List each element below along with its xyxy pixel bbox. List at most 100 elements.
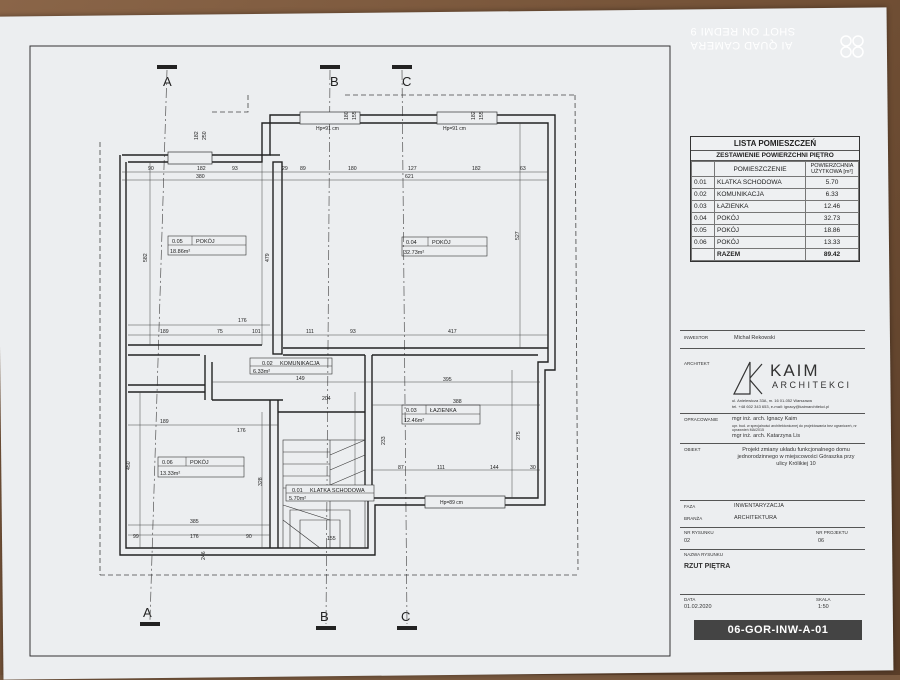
svg-text:C: C <box>401 609 410 624</box>
svg-text:90: 90 <box>246 534 252 540</box>
svg-text:176: 176 <box>238 318 247 324</box>
project-no-value: 06 <box>818 538 825 544</box>
header-name: POMIESZCZENIE <box>714 161 806 177</box>
sheet-code: 06-GOR-INW-A-01 <box>694 620 862 640</box>
windows <box>167 111 506 509</box>
window-height-label: Hp=91 cm <box>443 126 466 132</box>
camera-logo-icon <box>840 35 864 58</box>
svg-text:POKÓJ: POKÓJ <box>190 459 209 466</box>
project-no-label: NR PROJEKTU <box>816 530 848 535</box>
svg-text:63: 63 <box>520 166 526 172</box>
room-label-05: 0.05 POKÓJ 18.86m² <box>167 235 247 256</box>
svg-text:0.01: 0.01 <box>292 488 303 494</box>
architect-address: ul. Anielewicza 33A, m. 16 01-052 Warsza… <box>732 398 812 403</box>
branch-label: BRANŻA <box>684 516 703 521</box>
room-label-04: 0.04 POKÓJ 32.73m² <box>401 236 488 257</box>
svg-text:13.33m²: 13.33m² <box>160 471 180 477</box>
phase-label: FAZA <box>684 504 696 509</box>
svg-text:388: 388 <box>453 399 462 405</box>
svg-text:93: 93 <box>350 329 356 335</box>
room-label-02: 0.02 KOMUNIKACJA 6.33m² <box>249 357 333 375</box>
window-height-label: Hp=89 cm <box>440 500 463 506</box>
svg-text:75: 75 <box>217 329 223 335</box>
svg-text:KLATKA SCHODOWA: KLATKA SCHODOWA <box>310 488 365 494</box>
table-row: 0.04 POKÓJ 32.73 <box>691 212 859 225</box>
section-marker-b-top: B <box>320 65 340 89</box>
rooms-table-grid: POMIESZCZENIE POWIERZCHNIA UŻYTKOWA [m²]… <box>691 161 859 261</box>
svg-text:12.46m²: 12.46m² <box>404 418 424 424</box>
table-total-row: RAZEM 89.42 <box>691 248 859 261</box>
date-label: DATA <box>684 597 696 602</box>
plan-border <box>29 45 671 657</box>
drawing-no-value: 02 <box>684 538 691 544</box>
svg-text:18.86m²: 18.86m² <box>170 249 190 255</box>
svg-text:155: 155 <box>352 111 358 120</box>
svg-text:182: 182 <box>194 131 200 140</box>
svg-text:479: 479 <box>265 253 271 262</box>
date-value: 01.02.2020 <box>684 604 712 610</box>
window-height-label: Hp=91 cm <box>316 126 339 132</box>
svg-text:111: 111 <box>306 329 314 335</box>
drawing-name-value: RZUT PIĘTRA <box>684 563 731 570</box>
svg-text:182: 182 <box>197 166 206 172</box>
kaim-logo-icon <box>733 361 763 395</box>
header-area: POWIERZCHNIA UŻYTKOWA [m²] <box>805 161 859 177</box>
svg-text:B: B <box>330 74 339 89</box>
scale-label: SKALA <box>816 597 831 602</box>
rooms-table-title: LISTA POMIESZCZEŃ <box>691 137 859 151</box>
svg-text:87: 87 <box>398 465 404 471</box>
svg-text:144: 144 <box>490 465 499 471</box>
roof-outline <box>99 94 580 576</box>
section-marker-a-bottom: A <box>140 605 160 626</box>
designer2-name: mgr inż. arch. Katarzyna Lis <box>732 433 801 439</box>
svg-text:99: 99 <box>133 534 139 540</box>
object-description: Projekt zmiany układu funkcjonalnego dom… <box>737 447 855 467</box>
svg-text:621: 621 <box>405 174 414 180</box>
svg-text:450: 450 <box>126 461 132 470</box>
svg-text:246: 246 <box>201 551 207 560</box>
svg-text:395: 395 <box>443 377 452 383</box>
table-row: 0.01 KLATKA SCHODOWA 5.70 <box>691 176 859 189</box>
svg-text:30: 30 <box>530 465 536 471</box>
design-label: OPRACOWANIE <box>684 417 719 422</box>
svg-text:155: 155 <box>327 536 336 542</box>
svg-text:155: 155 <box>479 111 485 120</box>
svg-text:A: A <box>143 605 152 620</box>
dimension-lines <box>122 123 548 548</box>
svg-text:0.03: 0.03 <box>406 408 417 414</box>
svg-text:250: 250 <box>202 131 208 140</box>
branch-value: ARCHITEKTURA <box>734 515 777 521</box>
svg-text:29: 29 <box>282 166 288 172</box>
room-label-01: 0.01 KLATKA SCHODOWA 5.70m² <box>285 484 375 502</box>
investor-name: Michał Rekowski <box>734 335 775 341</box>
rooms-table: LISTA POMIESZCZEŃ ZESTAWIENIE POWIERZCHN… <box>690 136 860 262</box>
svg-text:149: 149 <box>296 376 305 382</box>
svg-text:ŁAZIENKA: ŁAZIENKA <box>430 408 457 414</box>
svg-text:328: 328 <box>258 477 264 486</box>
svg-text:417: 417 <box>448 329 457 335</box>
room-label-06: 0.06 POKÓJ 13.33m² <box>157 456 245 478</box>
dimension-texts: 182 250 180 155 182 155 90 182 93 29 89 … <box>126 111 536 560</box>
svg-text:POKÓJ: POKÓJ <box>432 239 451 246</box>
svg-text:180: 180 <box>344 111 350 120</box>
brand-subtitle: ARCHITEKCI <box>772 380 852 390</box>
svg-text:89: 89 <box>300 166 306 172</box>
section-marker-c-top: C <box>392 65 412 89</box>
svg-text:6.33m²: 6.33m² <box>253 369 270 375</box>
rooms-table-subtitle: ZESTAWIENIE POWIERZCHNI PIĘTRO <box>691 151 859 161</box>
section-marker-b-bottom: B <box>316 609 336 630</box>
drawing-name-label: NAZWA RYSUNKU <box>684 552 724 557</box>
table-row: 0.05 POKÓJ 18.86 <box>691 224 859 237</box>
svg-text:C: C <box>402 74 411 89</box>
svg-text:0.06: 0.06 <box>162 460 173 466</box>
architect-label: ARCHITEKT <box>684 361 710 366</box>
svg-text:385: 385 <box>190 519 199 525</box>
svg-text:0.04: 0.04 <box>406 240 417 246</box>
investor-label: INWESTOR <box>684 335 709 340</box>
svg-text:0.02: 0.02 <box>262 361 273 367</box>
svg-text:B: B <box>320 609 329 624</box>
svg-text:176: 176 <box>190 534 199 540</box>
drawing-no-label: NR RYSUNKU <box>684 530 714 535</box>
svg-text:182: 182 <box>472 166 481 172</box>
